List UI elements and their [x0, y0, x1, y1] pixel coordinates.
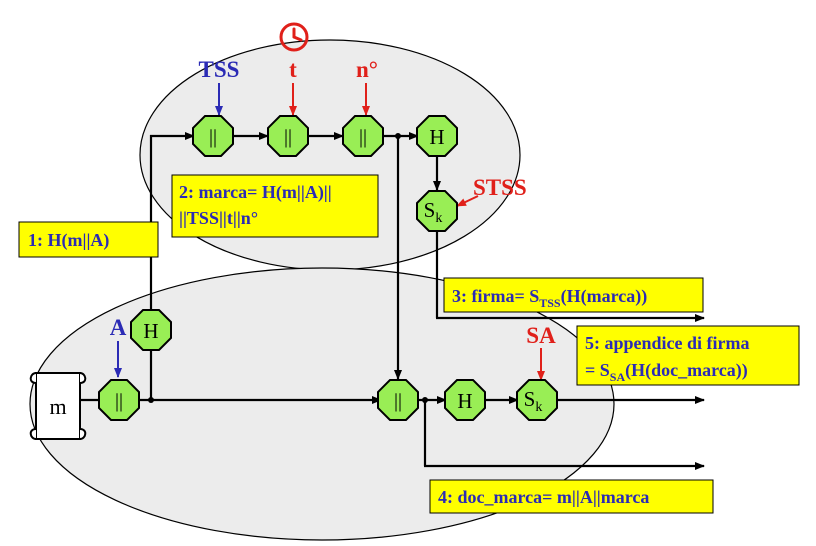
svg-text:||: ||: [359, 126, 367, 148]
stss-label: STSS: [473, 175, 527, 200]
svg-text:1: H(m||A): 1: H(m||A): [28, 230, 109, 251]
svg-text:Sk: Sk: [424, 198, 443, 226]
box-1-hash-ma: 1: H(m||A): [18, 221, 159, 258]
a-label: A: [110, 315, 127, 340]
junction-dot: [422, 397, 428, 403]
tss-label: TSS: [199, 57, 240, 82]
clock-icon: [279, 22, 309, 52]
n-label: n°: [356, 57, 378, 82]
box-3-firma: 3: firma= STSS(H(marca)): [443, 277, 704, 313]
sign-node-tss: Sk: [416, 190, 458, 232]
svg-text:||: ||: [209, 126, 217, 148]
sa-label: SA: [526, 323, 556, 348]
junction-dot: [395, 133, 401, 139]
sign-node-sa: Sk: [516, 379, 558, 421]
svg-text:||TSS||t||n°: ||TSS||t||n°: [179, 208, 258, 228]
svg-text:||: ||: [394, 390, 402, 412]
hash-node-ma: H: [130, 309, 172, 351]
junction-dot: [148, 397, 154, 403]
svg-text:2: marca= H(m||A)||: 2: marca= H(m||A)||: [179, 182, 332, 203]
signer-region: [29, 267, 615, 541]
box-5-appendice: 5: appendice di firma = SSA(H(doc_marca)…: [576, 325, 800, 386]
svg-text:= SSA(H(doc_marca)): = SSA(H(doc_marca)): [585, 360, 748, 384]
svg-text:5: appendice di firma: 5: appendice di firma: [585, 333, 750, 353]
t-label: t: [289, 57, 297, 82]
svg-text:||: ||: [115, 390, 123, 412]
svg-text:4: doc_marca= m||A||marca: 4: doc_marca= m||A||marca: [438, 487, 649, 507]
document-m-label: m: [49, 394, 66, 419]
stss-arrow: [456, 195, 479, 207]
svg-text:H: H: [457, 389, 472, 413]
svg-text:||: ||: [284, 126, 292, 148]
concat-node-a: ||: [98, 379, 140, 421]
concat-node-n: ||: [342, 115, 384, 157]
svg-text:Sk: Sk: [524, 387, 543, 415]
svg-text:3: firma= STSS(H(marca)): 3: firma= STSS(H(marca)): [452, 286, 647, 310]
svg-text:H: H: [429, 125, 444, 149]
svg-text:H: H: [143, 319, 158, 343]
document-m-icon: [29, 372, 87, 440]
hash-node-doc-marca: H: [444, 379, 486, 421]
hash-node-marca: H: [416, 115, 458, 157]
box-2-marca: 2: marca= H(m||A)|| ||TSS||t||n°: [171, 174, 379, 238]
concat-node-t: ||: [267, 115, 309, 157]
concat-node-tss: ||: [192, 115, 234, 157]
concat-node-marca: ||: [377, 379, 419, 421]
box-4-doc-marca: 4: doc_marca= m||A||marca: [429, 479, 714, 514]
